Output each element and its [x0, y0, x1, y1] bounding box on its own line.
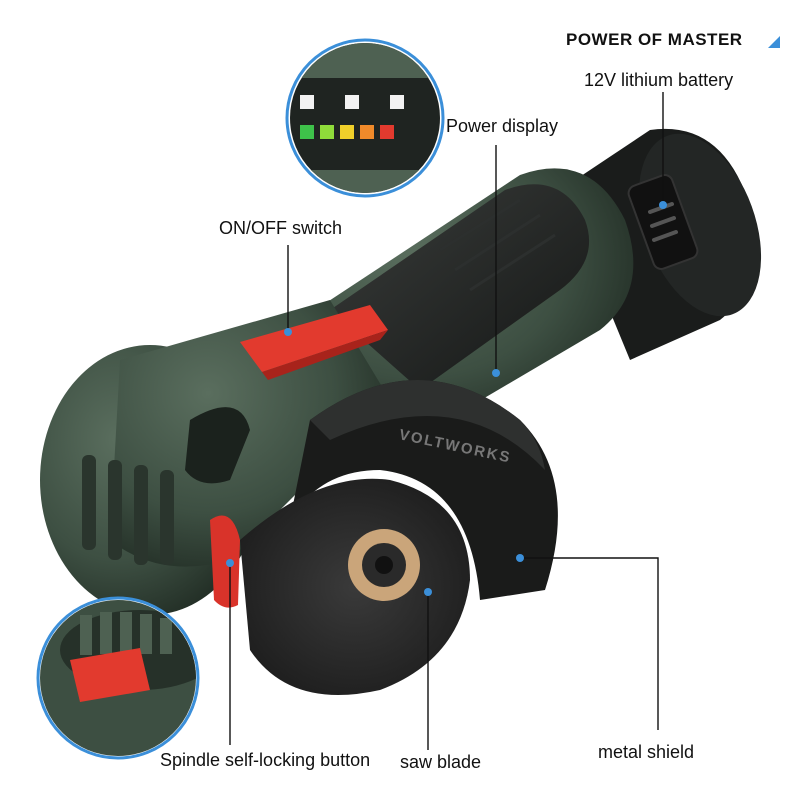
label-spindle-lock: Spindle self-locking button [160, 750, 371, 770]
on-off-switch [240, 305, 388, 380]
tool-handle [300, 168, 634, 430]
brand-triangle-icon [768, 36, 780, 48]
spindle-lock-inset [36, 596, 200, 760]
leader-lines [229, 92, 664, 750]
brand-tagline: POWER OF MASTER [566, 30, 743, 49]
callout-markers [226, 201, 667, 596]
label-battery: 12V lithium battery [584, 70, 734, 90]
metal-shield [290, 380, 558, 600]
motor-head [40, 300, 390, 615]
label-metal-shield: metal shield [598, 742, 695, 762]
label-on-off-switch: ON/OFF switch [219, 218, 343, 238]
power-display-inset [285, 38, 445, 198]
label-saw-blade: saw blade [400, 752, 482, 772]
spindle-lock-ring [210, 515, 240, 608]
saw-blade [240, 478, 470, 695]
label-power-display: Power display [446, 116, 559, 136]
